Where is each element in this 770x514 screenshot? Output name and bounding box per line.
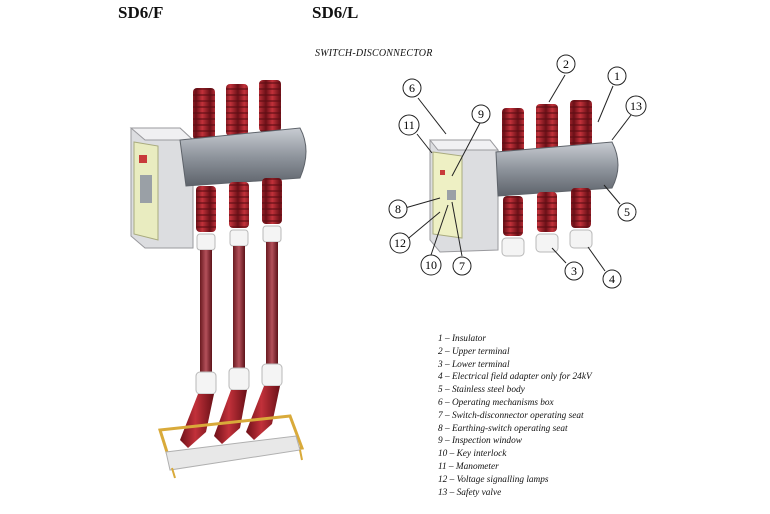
legend-item: 2 – Upper terminal [438,346,510,357]
callout-11: 11 [398,114,420,136]
callout-12: 12 [389,232,411,254]
legend-item: 1 – Insulator [438,334,487,344]
sd6f-illustration [129,80,307,479]
svg-text:12: 12 [394,236,406,250]
legend-item: 5 – Stainless steel body [438,385,525,396]
callout-9: 9 [471,104,491,124]
svg-text:3: 3 [571,264,577,278]
legend-item: 8 – Earthing-switch operating seat [438,423,568,434]
callout-7: 7 [452,256,472,276]
callout-4: 4 [602,269,622,289]
legend-item: 12 – Voltage signalling lamps [438,474,549,485]
callout-10: 10 [420,254,442,276]
callout-13: 13 [625,95,647,117]
legend-item: 9 – Inspection window [438,436,522,447]
svg-text:2: 2 [563,57,569,71]
legend-item: 13 – Safety valve [438,487,502,498]
callout-8: 8 [388,199,408,219]
legend-item: 7 – Switch-disconnector operating seat [438,410,584,421]
svg-text:4: 4 [609,272,615,286]
legend-item: 10 – Key interlock [438,449,507,460]
svg-text:5: 5 [624,205,630,219]
legend: 1 – Insulator 2 – Upper terminal 3 – Low… [438,333,592,499]
svg-text:11: 11 [403,118,415,132]
callout-3: 3 [564,261,584,281]
callout-1: 1 [607,66,627,86]
legend-item: 6 – Operating mechanisms box [438,397,554,408]
svg-text:9: 9 [478,107,484,121]
callout-5: 5 [617,202,637,222]
svg-text:6: 6 [409,81,415,95]
legend-item: 3 – Lower terminal [438,359,510,370]
callout-6: 6 [402,78,422,98]
svg-text:1: 1 [614,69,620,83]
svg-text:13: 13 [630,99,642,113]
title-sd6f: SD6/F [118,3,164,22]
subtitle: SWITCH-DISCONNECTOR [315,48,433,59]
callout-2: 2 [556,54,576,74]
svg-text:8: 8 [395,202,401,216]
legend-item: 11 – Manometer [438,461,499,472]
legend-item: 4 – Electrical field adapter only for 24… [438,372,592,383]
title-sd6l: SD6/L [312,3,359,22]
svg-text:10: 10 [425,258,437,272]
leader-lines [403,74,632,272]
svg-text:7: 7 [459,259,465,273]
